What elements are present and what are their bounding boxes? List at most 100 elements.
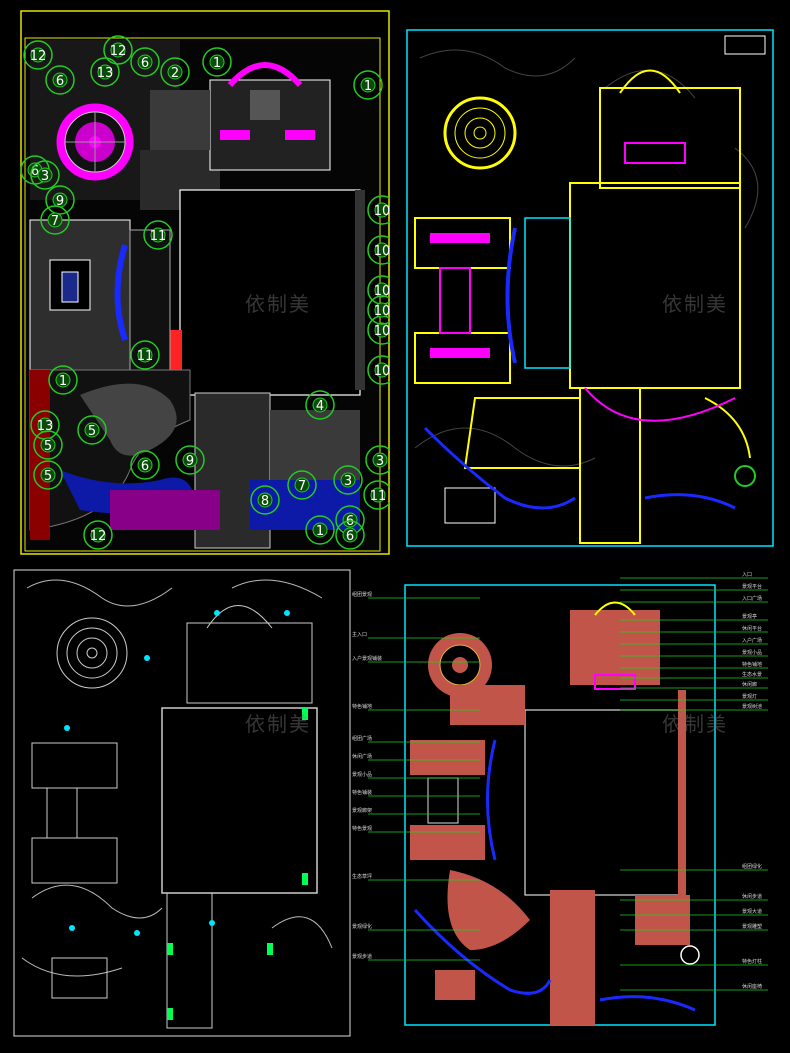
svg-text:景观绿化: 景观绿化 — [352, 923, 372, 930]
plant-number: 12 — [90, 529, 107, 544]
plant-number: 10 — [374, 364, 390, 379]
svg-text:入户景观铺装: 入户景观铺装 — [352, 655, 382, 662]
callout-label-left: 景观廊架 — [352, 807, 480, 815]
plant-symbol: 10 — [367, 235, 390, 265]
callout-label-right: 休闲步道 — [620, 893, 768, 901]
plant-number: 6 — [346, 529, 354, 544]
plant-symbol: 10 — [367, 355, 390, 385]
plant-number: 1 — [316, 524, 324, 539]
plant-symbol: 12 — [83, 520, 113, 550]
callout-label-left: 特色景观 — [352, 825, 480, 833]
svg-text:景观小品: 景观小品 — [742, 649, 762, 656]
plant-number: 5 — [44, 439, 52, 454]
plant-number: 1 — [59, 374, 67, 389]
callout-label-right: 景观雕塑 — [620, 923, 768, 931]
callout-label-left: 主入口 — [352, 631, 480, 639]
callout-label-right: 景观大道 — [620, 908, 768, 916]
plant-number: 6 — [56, 74, 64, 89]
plant-symbol: 5 — [77, 415, 107, 445]
svg-text:主入口: 主入口 — [352, 631, 367, 638]
svg-text:特色景观: 特色景观 — [352, 825, 372, 832]
plant-symbol: 9 — [45, 185, 75, 215]
plant-symbol: 8 — [250, 485, 280, 515]
callout-label-left: 特色铺地 — [352, 703, 480, 711]
plant-number: 5 — [44, 469, 52, 484]
plant-number: 13 — [37, 419, 54, 434]
svg-text:组团广场: 组团广场 — [352, 735, 372, 742]
line-plan-panel — [13, 569, 351, 1037]
round-plaza-line — [56, 617, 128, 689]
svg-text:特色灯柱: 特色灯柱 — [742, 958, 762, 965]
callout-label-right: 景观亭 — [620, 613, 768, 621]
svg-text:生态水景: 生态水景 — [742, 671, 762, 678]
plant-number: 3 — [344, 474, 352, 489]
svg-text:景观小品: 景观小品 — [352, 771, 372, 778]
plant-symbol: 6 — [130, 47, 160, 77]
svg-text:组团绿化: 组团绿化 — [742, 863, 762, 870]
plant-number: 10 — [374, 324, 390, 339]
svg-text:景观大道: 景观大道 — [742, 908, 762, 915]
callouts-left: 组团景观主入口入户景观铺装特色铺地组团广场休闲广场景观小品特色铺装景观廊架特色景… — [352, 591, 480, 961]
svg-text:休闲廊: 休闲廊 — [742, 681, 757, 688]
plant-number: 10 — [374, 304, 390, 319]
svg-text:景观灯: 景观灯 — [742, 693, 757, 700]
plant-number: 6 — [141, 56, 149, 71]
svg-text:入户广场: 入户广场 — [742, 637, 762, 644]
plant-number: 10 — [374, 244, 390, 259]
annotated-paving-panel: 组团景观主入口入户景观铺装特色铺地组团广场休闲广场景观小品特色铺装景观廊架特色景… — [352, 572, 768, 1026]
plant-symbol: 3 — [333, 465, 363, 495]
callout-label-right: 休闲平台 — [620, 625, 768, 633]
callouts-right: 入口景观平台入口广场景观亭休闲平台入户广场景观小品特色铺地生态水景休闲廊景观灯景… — [620, 572, 768, 991]
svg-text:景观廊架: 景观廊架 — [352, 807, 372, 814]
callout-label-right: 组团绿化 — [620, 863, 768, 871]
callout-label-right: 生态水景 — [620, 671, 768, 679]
plant-number: 3 — [376, 454, 384, 469]
plant-number: 7 — [51, 214, 59, 229]
plant-number: 13 — [97, 66, 114, 81]
plant-symbol: 12 — [23, 40, 53, 70]
plant-symbol: 6 — [45, 65, 75, 95]
callout-label-left: 休闲广场 — [352, 753, 480, 761]
callout-label-right: 入口广场 — [620, 595, 768, 603]
plant-symbol: 1 — [353, 70, 383, 100]
callout-label-right: 特色铺地 — [620, 661, 768, 669]
callout-label-right: 休闲廊 — [620, 681, 768, 689]
plant-number: 10 — [374, 284, 390, 299]
svg-text:特色铺装: 特色铺装 — [352, 789, 372, 796]
plant-symbol: 7 — [287, 470, 317, 500]
callout-label-right: 景观小品 — [620, 649, 768, 657]
plant-symbol: 9 — [175, 445, 205, 475]
plant-symbol: 10 — [367, 315, 390, 345]
plant-number: 9 — [56, 194, 64, 209]
round-plaza — [56, 103, 134, 181]
svg-text:景观平台: 景观平台 — [742, 583, 762, 590]
plant-number: 7 — [298, 479, 306, 494]
plant-symbol: 3 — [365, 445, 390, 475]
plant-number: 12 — [110, 44, 127, 59]
plant-number: 12 — [30, 49, 47, 64]
plant-number: 8 — [261, 494, 269, 509]
plant-number: 1 — [213, 56, 221, 71]
svg-text:景观亭: 景观亭 — [742, 613, 757, 620]
callout-label-left: 景观步道 — [352, 953, 480, 961]
callout-label-right: 入口 — [620, 572, 768, 579]
callout-label-right: 入户广场 — [620, 637, 768, 645]
svg-text:景观树池: 景观树池 — [742, 703, 762, 710]
plant-number: 11 — [370, 489, 387, 504]
callout-label-left: 特色铺装 — [352, 789, 480, 797]
plant-symbol: 1 — [305, 515, 335, 545]
plant-symbol: 1 — [202, 47, 232, 77]
plant-symbol: 11 — [363, 480, 390, 510]
svg-text:景观雕塑: 景观雕塑 — [742, 923, 762, 930]
callout-label-left: 入户景观铺装 — [352, 655, 480, 663]
callout-label-left: 生态草坪 — [352, 873, 480, 881]
svg-text:休闲广场: 休闲广场 — [352, 753, 372, 760]
plant-symbol: 10 — [367, 195, 390, 225]
plant-symbol: 11 — [130, 340, 160, 370]
plant-symbol: 4 — [305, 390, 335, 420]
plant-symbol: 5 — [33, 430, 63, 460]
plant-symbol: 13 — [30, 410, 60, 440]
plant-number: 2 — [171, 66, 179, 81]
callout-label-left: 景观绿化 — [352, 923, 480, 931]
